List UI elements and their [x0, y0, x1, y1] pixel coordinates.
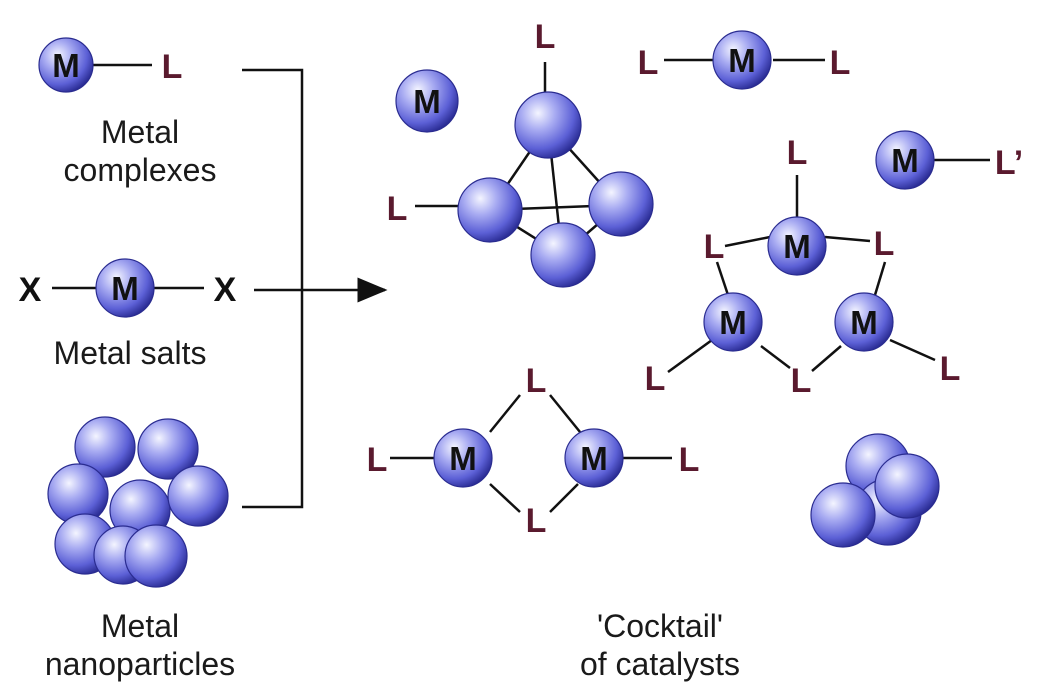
caption-line: of catalysts [579, 646, 741, 682]
caption-metal-nanoparticles: Metal nanoparticles [20, 607, 260, 683]
caption-line: complexes [63, 152, 217, 188]
metal-label: M [891, 142, 919, 179]
ligand-label: L [526, 502, 547, 540]
caption-line: Metal [100, 608, 180, 644]
ligand-label: L [787, 134, 808, 172]
metal-atom-free [395, 69, 459, 133]
caption-metal-salts: Metal salts [20, 334, 240, 372]
ligand-label: L [367, 441, 388, 479]
metal-atom-dimer-right [564, 428, 624, 488]
metal-label: M [52, 47, 80, 84]
metal-label: M [728, 42, 756, 79]
caption-line: nanoparticles [44, 646, 236, 682]
cluster-atom-bottom [530, 222, 596, 288]
cluster-atom-right [588, 171, 654, 237]
caption-line: 'Cocktail' [596, 608, 724, 644]
ligand-label: L [162, 48, 183, 86]
halide-label: X [19, 271, 42, 309]
ligand-label: L [638, 44, 659, 82]
metal-spheres [38, 30, 940, 588]
caption-line: Metal salts [53, 335, 207, 371]
metal-atom-trimer-left [703, 292, 763, 352]
ligand-label: L [526, 362, 547, 400]
ligand-label: L [940, 350, 961, 388]
cluster-atom-top [514, 91, 582, 159]
metal-atom-lprime [875, 130, 935, 190]
metal-label: M [783, 228, 811, 265]
metal-atom-complex [38, 37, 94, 93]
ligand-label: L [704, 228, 725, 266]
metal-atom-dimer-left [433, 428, 493, 488]
ligand-label: L [535, 18, 556, 56]
halide-label: X [214, 271, 237, 309]
nanoparticle-right [810, 433, 940, 548]
metal-label: M [850, 304, 878, 341]
atom-labels: M M M M M M M M M M X X L L L L L L L L … [19, 18, 1024, 540]
caption-cocktail-of-catalysts: 'Cocktail' of catalysts [540, 607, 780, 683]
ligand-label: L [679, 441, 700, 479]
metal-label: M [719, 304, 747, 341]
metal-atom-trimer-right [834, 292, 894, 352]
ligand-label: L [645, 360, 666, 398]
ligand-label: L [387, 190, 408, 228]
metal-label: M [413, 83, 441, 120]
ligand-prime-label: L’ [995, 144, 1023, 182]
caption-metal-complexes: Metal complexes [50, 113, 230, 189]
metal-label: M [580, 440, 608, 477]
nanoparticle-left [47, 416, 229, 588]
metal-atom-trimer-top [767, 216, 827, 276]
cluster-atom-left [457, 177, 523, 243]
metal-label: M [111, 270, 139, 307]
ligand-label: L [874, 225, 895, 263]
ligand-label: L [830, 44, 851, 82]
caption-line: Metal [100, 114, 180, 150]
metal-atom-linear [712, 30, 772, 90]
metal-atom-salt [95, 258, 155, 318]
metal-label: M [449, 440, 477, 477]
ligand-label: L [791, 362, 812, 400]
